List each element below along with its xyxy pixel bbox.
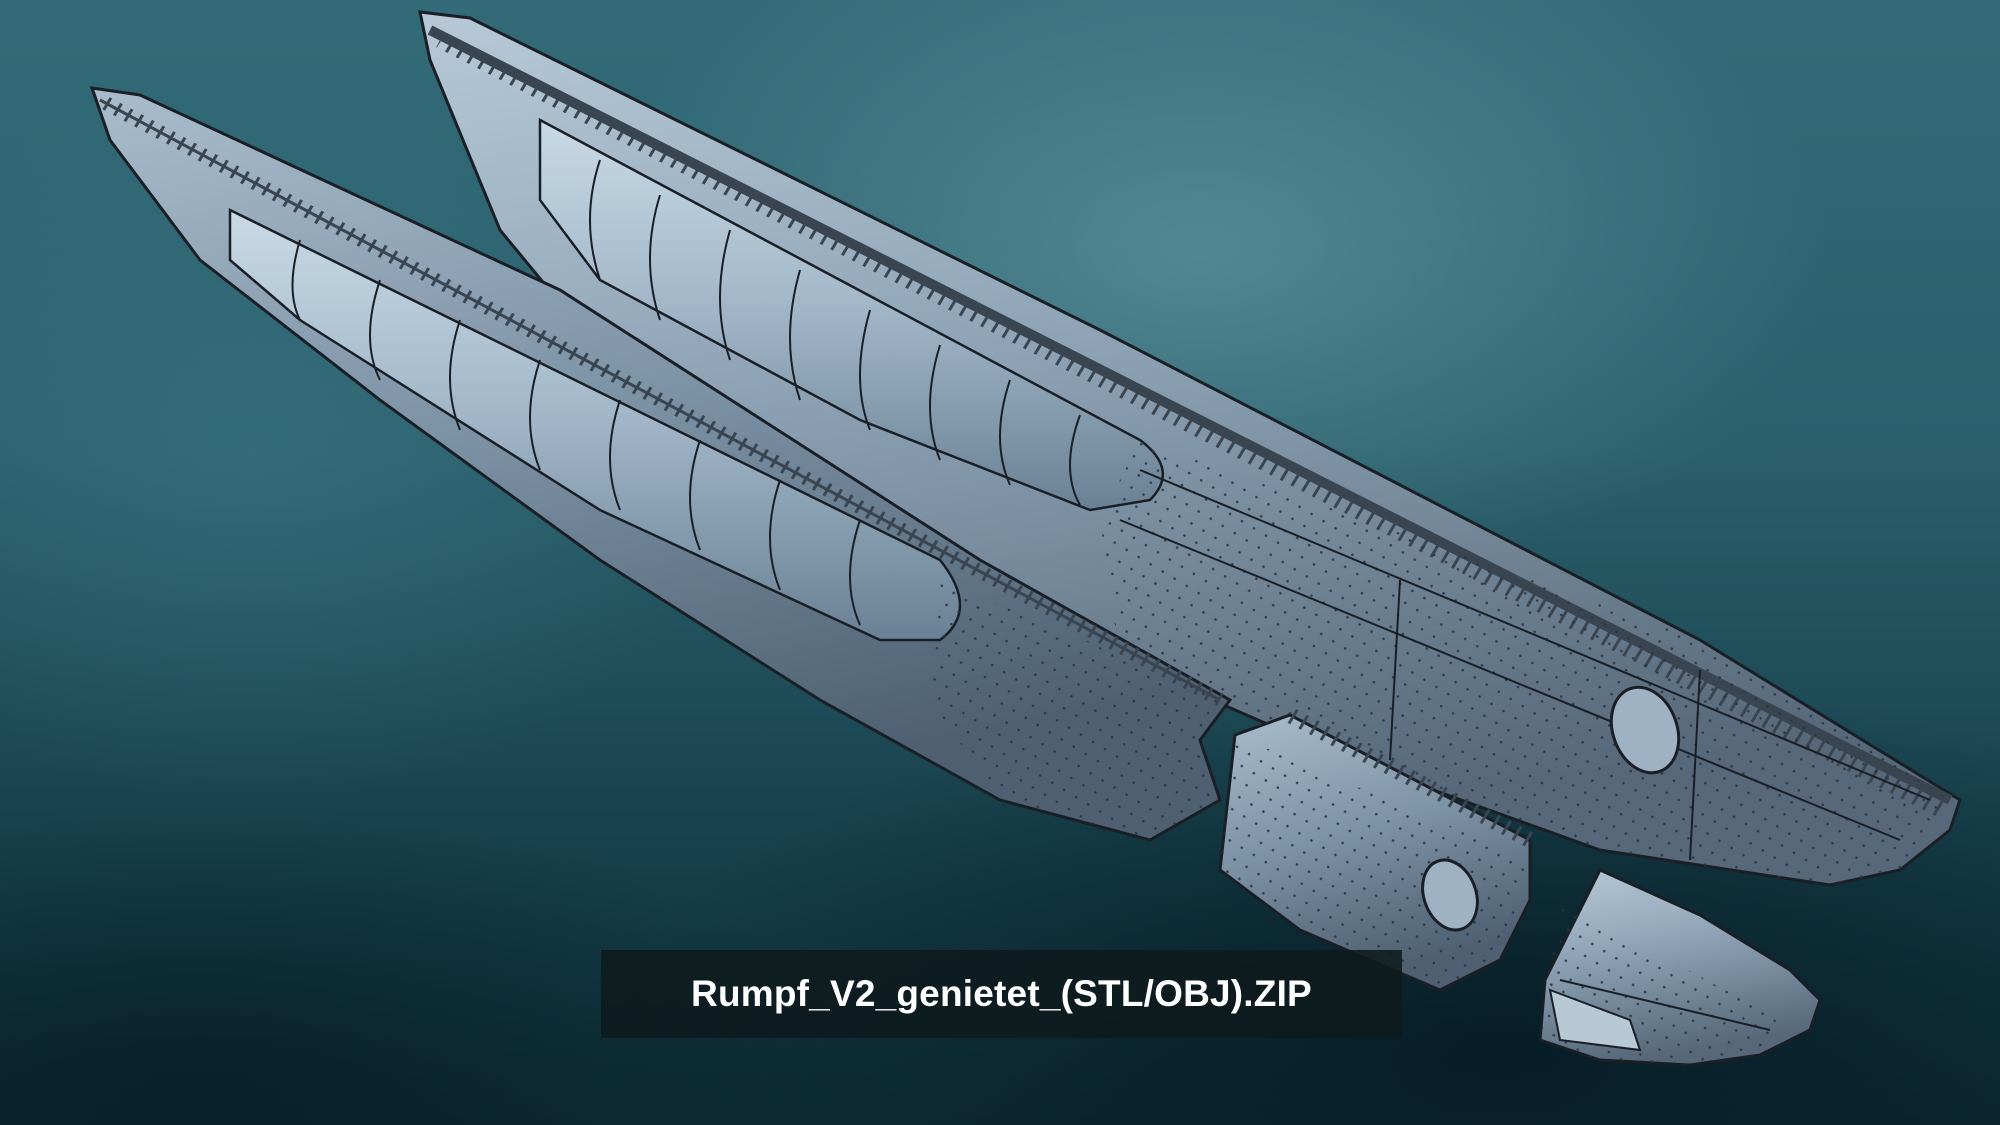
caption-text: Rumpf_V2_genietet_(STL/OBJ).ZIP <box>691 973 1312 1014</box>
nose-section-middle <box>1218 707 1534 992</box>
nose-cone-section <box>1538 868 1822 1067</box>
lower-fuselage-half <box>89 86 1233 842</box>
caption-banner: Rumpf_V2_genietet_(STL/OBJ).ZIP <box>601 950 1402 1038</box>
upper-fuselage-half <box>418 10 1962 887</box>
